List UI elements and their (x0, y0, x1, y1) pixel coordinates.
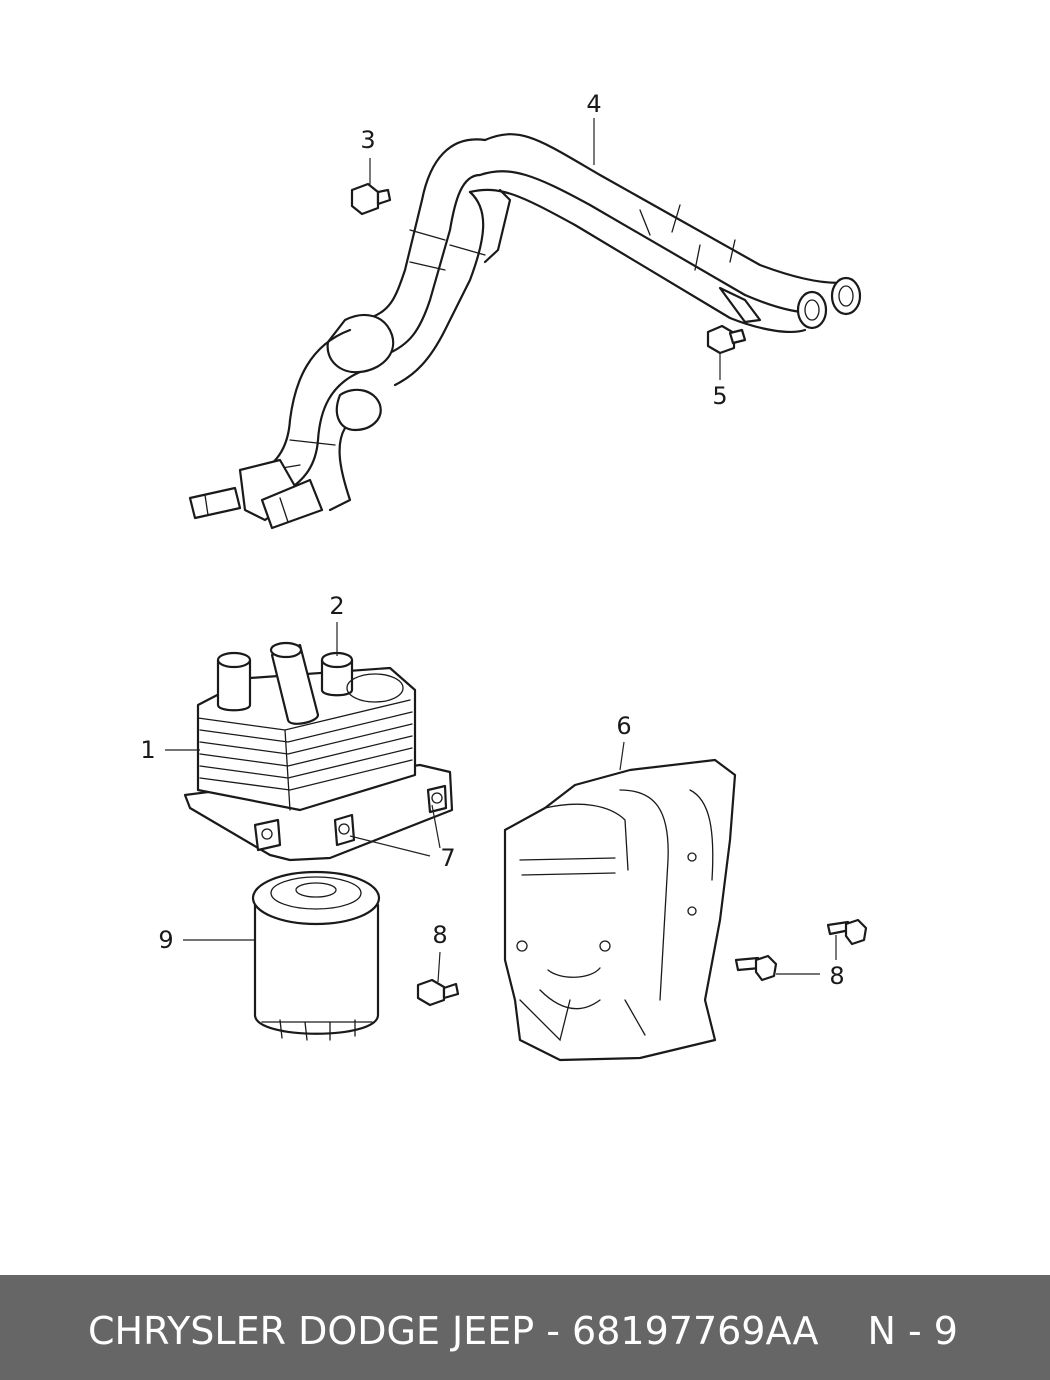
callout-5: 5 (712, 382, 727, 410)
footer-bar: CHRYSLER DODGE JEEP - 68197769AA N - 9 (0, 1275, 1050, 1380)
callout-2: 2 (329, 592, 344, 620)
tube-end-lower (796, 290, 828, 330)
leader-lines (165, 118, 837, 983)
callout-9: 9 (158, 926, 173, 954)
quick-connector-right (260, 478, 324, 530)
callout-8-right: 8 (829, 962, 844, 990)
callout-3: 3 (360, 126, 375, 154)
oil-filter (251, 870, 381, 1041)
footer-title: CHRYSLER DODGE JEEP - 68197769AA (88, 1309, 819, 1353)
bolt-8-right-upper (826, 918, 868, 946)
callout-6: 6 (616, 712, 631, 740)
hose-assembly (188, 133, 862, 530)
footer-page-label: N - 9 (867, 1309, 958, 1353)
callout-4: 4 (586, 90, 601, 118)
callout-8-left: 8 (432, 921, 447, 949)
parts-diagram: 3 4 5 2 1 6 7 9 8 8 (140, 90, 868, 1062)
bolt-8-left (416, 978, 460, 1007)
bolt-8-right-lower (734, 954, 778, 982)
port-middle (269, 641, 303, 659)
callout-1: 1 (140, 736, 155, 764)
port-left (216, 651, 252, 669)
bolt-3 (350, 182, 392, 216)
tube-end-upper (830, 276, 862, 316)
oil-cooler (183, 641, 454, 862)
bolt-5 (706, 324, 747, 355)
quick-connector-left (188, 486, 242, 520)
callout-7: 7 (440, 844, 455, 872)
heat-shield (503, 758, 737, 1062)
